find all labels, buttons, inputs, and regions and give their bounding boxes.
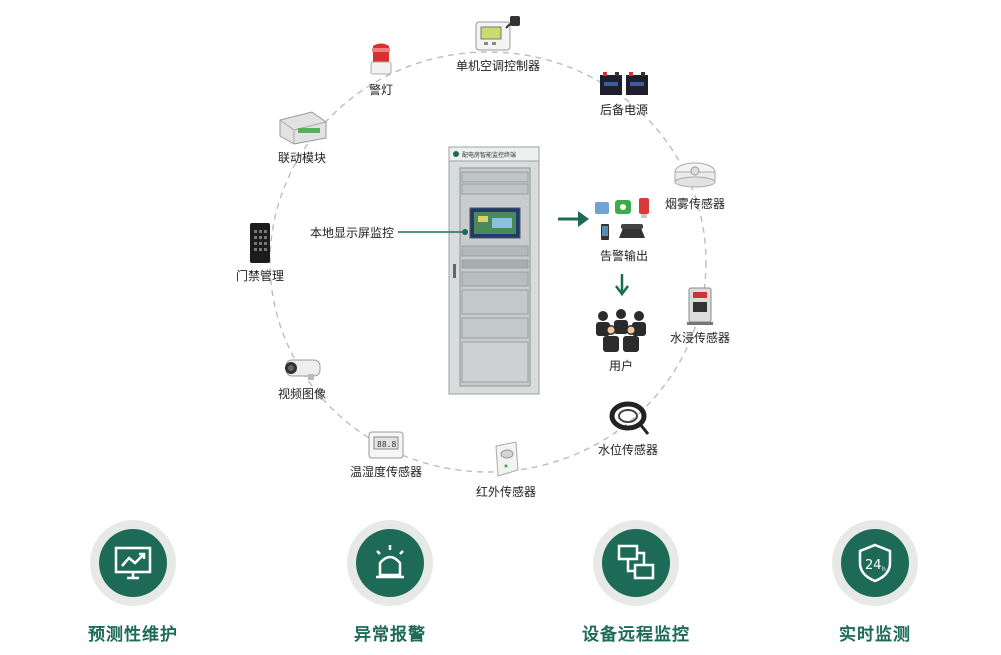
connection-ring: [269, 51, 707, 473]
access-control-label: 门禁管理: [235, 269, 284, 283]
alarm-output-label: 告警输出: [599, 249, 648, 263]
feature-title: 预测性维护: [88, 625, 178, 645]
smoke-sensor-label: 烟雾传感器: [664, 197, 725, 211]
alarm-light: 警灯: [356, 42, 406, 98]
svg-text:88.8: 88.8: [377, 440, 396, 449]
feature-realtime-monitoring: 24 h 实时监测: [785, 520, 965, 645]
monitoring-cabinet: 配电房智能监控终端: [448, 146, 540, 395]
water-leak-sensor-icon: [687, 287, 713, 325]
video-image-label: 视频图像: [277, 387, 326, 401]
water-level-sensor-label: 水位传感器: [597, 443, 658, 457]
svg-text:24: 24: [865, 558, 882, 573]
local-display-label: 本地显示屏监控: [310, 226, 395, 240]
temp-humidity-sensor: 88.8 温湿度传感器: [340, 430, 432, 480]
battery-icon: [600, 72, 648, 95]
svg-text:h: h: [882, 566, 886, 573]
alarm-siren-icon: [376, 545, 404, 579]
chart-monitor-icon: [114, 546, 152, 580]
linkage-module: 联动模块: [262, 108, 342, 166]
water-level-sensor-icon: [609, 401, 650, 435]
ac-controller-label: 单机空调控制器: [455, 59, 540, 73]
alarm-light-label: 警灯: [368, 83, 393, 97]
remote-monitor-icon: [617, 544, 655, 580]
access-keypad-icon: [250, 223, 270, 263]
ac-controller: 单机空调控制器: [450, 14, 546, 74]
feature-title: 设备远程监控: [582, 625, 690, 645]
alarm-channels-icon: [595, 198, 649, 240]
linkage-module-icon: [279, 111, 327, 145]
alarm-output: 告警输出: [592, 196, 656, 264]
cabinet-header-text: 配电房智能监控终端: [462, 151, 516, 159]
feature-remote-monitoring: 设备远程监控: [546, 520, 726, 645]
backup-power-label: 后备电源: [599, 103, 648, 117]
feature-title: 异常报警: [354, 625, 426, 645]
feature-predictive-maintenance: 预测性维护: [43, 520, 223, 645]
video-image: 视频图像: [262, 354, 342, 402]
users: 用户: [590, 306, 652, 374]
down-arrow-icon: [615, 274, 629, 297]
local-display-connector: [398, 229, 468, 235]
feature-row: 预测性维护 异常报警: [0, 520, 1001, 655]
temp-humidity-sensor-label: 温湿度传感器: [349, 465, 422, 479]
water-leak-sensor-label: 水浸传感器: [669, 331, 730, 345]
alarm-output-arrow: [558, 211, 589, 227]
infrared-sensor-label: 红外传感器: [475, 485, 536, 499]
smoke-sensor: 烟雾传感器: [655, 160, 735, 212]
thermometer-hygrometer-icon: 88.8: [368, 431, 404, 459]
ac-controller-icon: [475, 16, 520, 51]
water-leak-sensor: 水浸传感器: [660, 286, 740, 346]
access-control: 门禁管理: [224, 222, 296, 284]
feature-title: 实时监测: [839, 625, 911, 645]
water-level-sensor: 水位传感器: [588, 398, 668, 458]
feature-abnormal-alarm: 异常报警: [300, 520, 480, 645]
linkage-module-label: 联动模块: [277, 151, 326, 165]
users-label: 用户: [608, 359, 633, 373]
infrared-sensor-icon: [495, 441, 519, 477]
infrared-sensor: 红外传感器: [466, 440, 546, 500]
users-group-icon: [596, 309, 646, 352]
shield-24h-icon: 24 h: [858, 543, 892, 583]
backup-power: 后备电源: [590, 70, 658, 118]
smoke-detector-icon: [674, 162, 716, 188]
alarm-light-icon: [370, 43, 392, 75]
camera-icon: [285, 359, 321, 380]
